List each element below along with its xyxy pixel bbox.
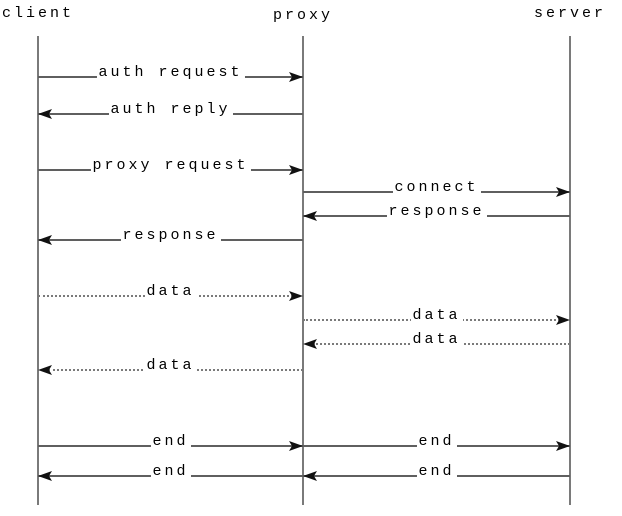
message-label: end [416,463,457,481]
message-label: data [410,331,463,349]
participant-label-client: client [1,5,75,22]
message-label: response [120,227,221,245]
arrowhead-icon [289,165,303,175]
lifeline-server [569,36,571,505]
message-label: proxy request [90,157,251,175]
arrowhead-icon [556,187,570,197]
arrowhead-icon [556,315,570,325]
message-label: auth reply [108,101,233,119]
arrowhead-icon [303,211,317,221]
message-label: connect [392,179,481,197]
message-label: end [150,433,191,451]
participant-label-server: server [533,5,607,22]
arrowhead-icon [303,471,317,481]
arrowhead-icon [289,291,303,301]
message-label: data [410,307,463,325]
arrowhead-icon [303,339,317,349]
arrowhead-icon [289,72,303,82]
lifeline-proxy [302,36,304,505]
participant-label-proxy: proxy [272,7,334,24]
message-label: auth request [96,64,245,82]
arrowhead-icon [38,471,52,481]
message-label: response [386,203,487,221]
arrowhead-icon [38,365,52,375]
arrowhead-icon [289,441,303,451]
message-label: end [416,433,457,451]
message-label: data [144,357,197,375]
message-label: end [150,463,191,481]
arrowhead-icon [38,109,52,119]
lifeline-client [37,36,39,505]
message-label: data [144,283,197,301]
arrowhead-icon [556,441,570,451]
arrowhead-icon [38,235,52,245]
